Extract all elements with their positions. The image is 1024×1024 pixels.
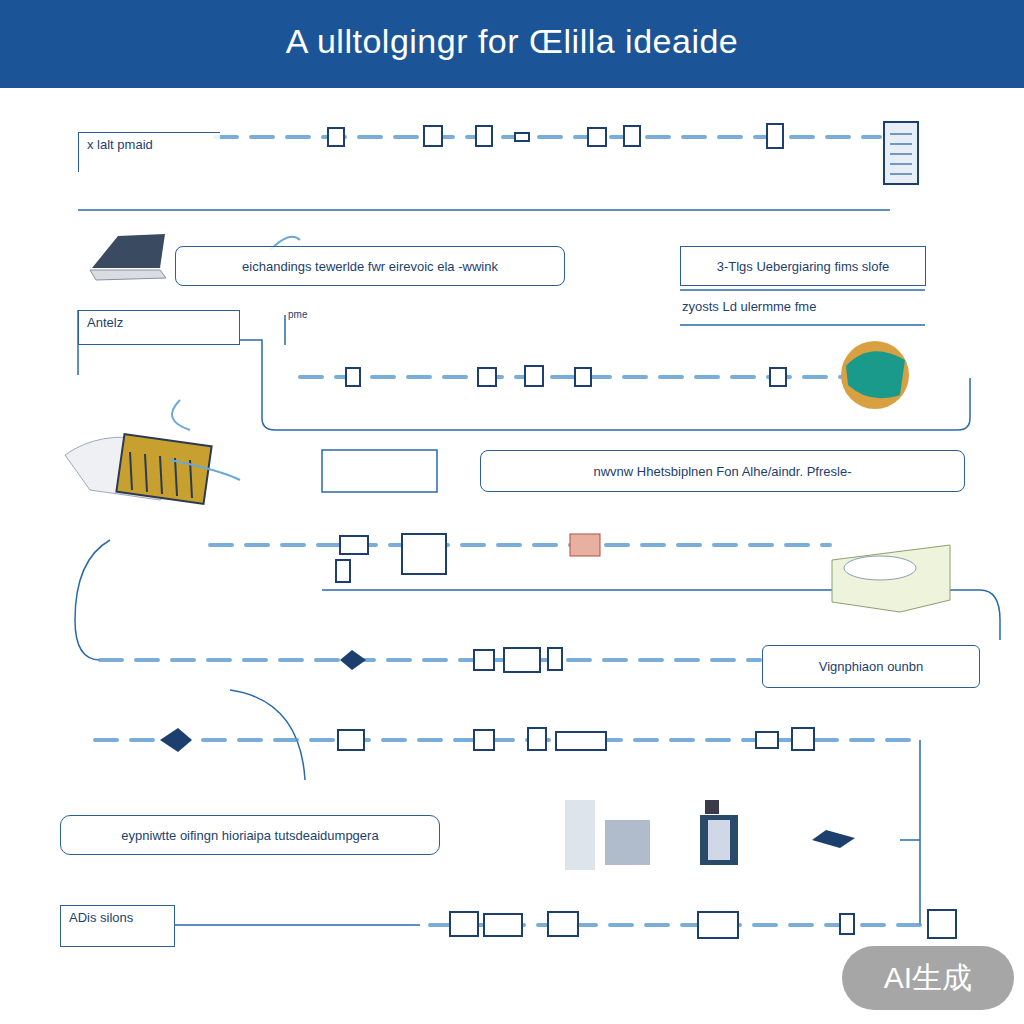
text-box: eypniwtte oifingn hioriaipa tutsdeaidump… (60, 815, 440, 855)
box-text: Vignphiaon ounbn (819, 659, 924, 674)
box-text: 3-Tlgs Uebergiaring fims slofe (717, 259, 890, 274)
watermark: AI生成 (842, 946, 1014, 1010)
text-box: nwvnw Hhetsbiplnen Fon Alhe/aindr. Pfres… (480, 450, 965, 492)
box-text: nwvnw Hhetsbiplnen Fon Alhe/aindr. Pfres… (594, 464, 852, 479)
box-text: ADis silons (69, 910, 133, 925)
box-text: eichandings tewerlde fwr eirevoic ela -w… (242, 259, 498, 274)
title-text: A ulltolgingr for Œlilla ideaide (0, 22, 1024, 61)
text-box: Antelz (78, 310, 240, 345)
note-label: pme (288, 309, 307, 320)
note-label: zyosts Ld ulermme fme (682, 299, 816, 314)
text-box: ADis silons (60, 905, 175, 947)
text-box: eichandings tewerlde fwr eirevoic ela -w… (175, 246, 565, 286)
box-text: x lalt pmaid (87, 137, 153, 152)
text-box: 3-Tlgs Uebergiaring fims slofe (680, 246, 926, 286)
box-text: eypniwtte oifingn hioriaipa tutsdeaidump… (121, 828, 378, 843)
text-box: Vignphiaon ounbn (762, 645, 980, 688)
text-box: x lalt pmaid (78, 132, 220, 172)
box-text: Antelz (87, 315, 123, 330)
